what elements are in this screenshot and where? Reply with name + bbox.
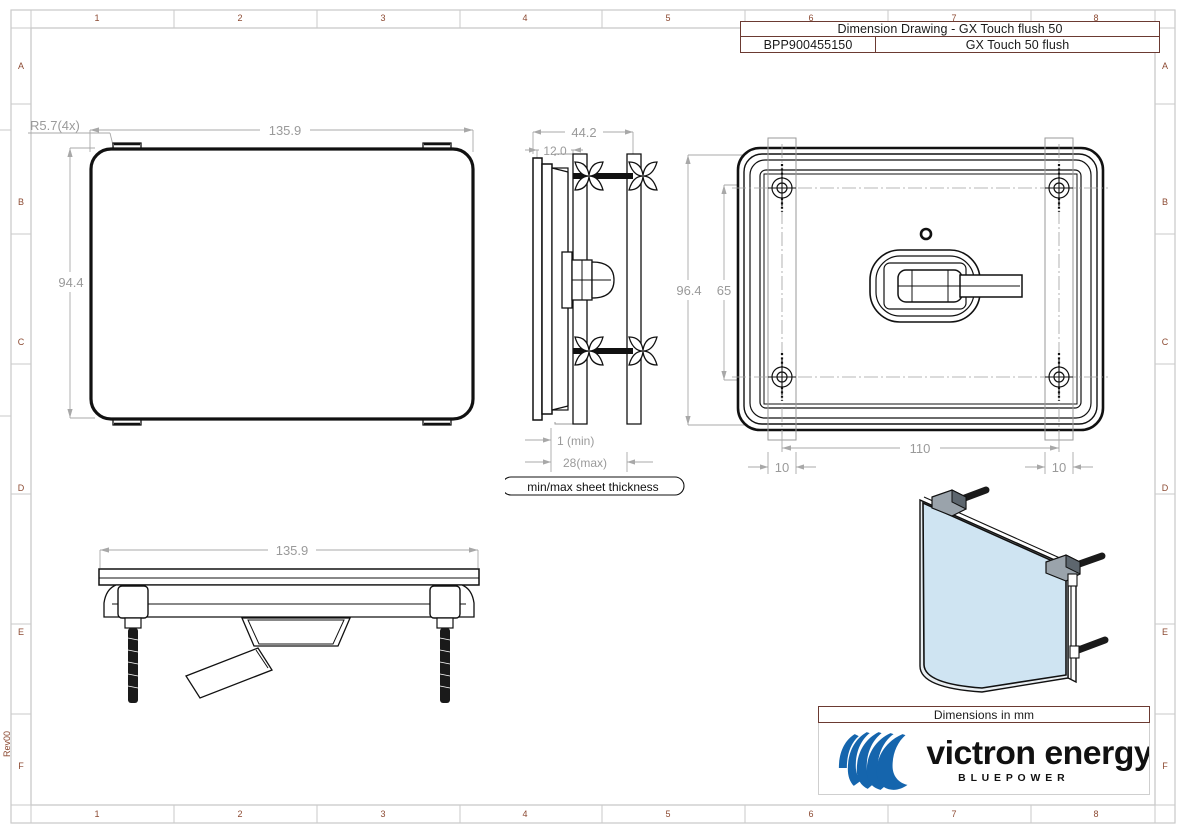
zone-number-top-6: 6 [808, 13, 814, 23]
zone-number-bottom-1: 1 [94, 809, 100, 819]
title-block: Dimension Drawing - GX Touch flush 50 BP… [740, 21, 1160, 53]
top-width-dim: 135.9 [276, 543, 309, 558]
victron-logo-block: victron energy B L U E P O W E R [818, 723, 1150, 795]
zone-number-bottom-4: 4 [522, 809, 528, 819]
zone-letter-right-A: A [1161, 61, 1168, 71]
title-block-part-row: BPP900455150 GX Touch 50 flush [740, 37, 1160, 53]
sheet-thickness-note: min/max sheet thickness [527, 480, 658, 494]
top-view: 135.9 [98, 540, 480, 703]
zone-number-bottom-7: 7 [951, 809, 957, 819]
zone-number-top-7: 7 [951, 13, 957, 23]
zone-letter-left-A: A [17, 61, 24, 71]
brand-name: victron energy [926, 733, 1149, 771]
sheet-max-dim: 28(max) [563, 456, 607, 470]
part-number-cell: BPP900455150 [741, 37, 876, 52]
zone-number-top-3: 3 [380, 13, 386, 23]
front-radius-dim: R5.7(4x) [30, 118, 80, 133]
zone-number-bottom-6: 6 [808, 809, 814, 819]
zone-letter-right-E: E [1161, 627, 1168, 637]
zone-letter-right-F: F [1162, 761, 1168, 771]
rear-edge-right-dim: 10 [1052, 460, 1066, 475]
zone-number-bottom-3: 3 [380, 809, 386, 819]
zone-number-top-1: 1 [94, 13, 100, 23]
rear-hole-v-dim: 65 [717, 283, 731, 298]
part-number: BPP900455150 [763, 37, 853, 52]
rear-view: 96.4 65 [672, 137, 1108, 476]
zone-letter-right-B: B [1161, 197, 1168, 207]
side-view: 44.2 12.0 [505, 122, 685, 496]
rear-edge-left-dim: 10 [775, 460, 789, 475]
isometric-view [919, 486, 1109, 693]
product-name: GX Touch 50 flush [965, 37, 1070, 52]
zone-letter-right-C: C [1161, 337, 1169, 347]
rear-hole-h-dim: 110 [910, 441, 931, 456]
zone-number-bottom-5: 5 [665, 809, 671, 819]
front-view: 135.9 94.4 R5.7(4x) [28, 118, 475, 426]
front-height-dim: 94.4 [58, 275, 83, 290]
screen-face [922, 501, 1067, 689]
victron-swoosh-icon [838, 731, 908, 790]
zone-number-top-4: 4 [522, 13, 528, 23]
zone-letter-left-F: F [18, 761, 24, 771]
revision-label: Rev00 [2, 730, 12, 757]
zone-letter-left-C: C [17, 337, 25, 347]
zone-letter-left-E: E [17, 627, 24, 637]
zone-number-top-5: 5 [665, 13, 671, 23]
zone-number-bottom-2: 2 [237, 809, 243, 819]
units-note-text: Dimensions in mm [933, 707, 1035, 722]
title-block-title-row: Dimension Drawing - GX Touch flush 50 [740, 21, 1160, 37]
zone-letter-left-B: B [17, 197, 24, 207]
sheet-min-dim: 1 (min) [557, 434, 594, 448]
brand-tagline: B L U E P O W E R [958, 772, 1065, 783]
zone-number-top-8: 8 [1093, 13, 1099, 23]
rear-height-dim: 96.4 [676, 283, 701, 298]
zone-letter-left-D: D [17, 483, 25, 493]
drawing-title: Dimension Drawing - GX Touch flush 50 [837, 22, 1063, 36]
zone-number-bottom-8: 8 [1093, 809, 1099, 819]
victron-logo: victron energy B L U E P O W E R [838, 731, 1149, 790]
side-depth-dim: 44.2 [571, 125, 596, 140]
units-note: Dimensions in mm [818, 706, 1150, 723]
front-width-dim: 135.9 [269, 123, 302, 138]
product-name-cell: GX Touch 50 flush [876, 37, 1159, 52]
zone-number-top-2: 2 [237, 13, 243, 23]
zone-letter-right-D: D [1161, 483, 1169, 493]
